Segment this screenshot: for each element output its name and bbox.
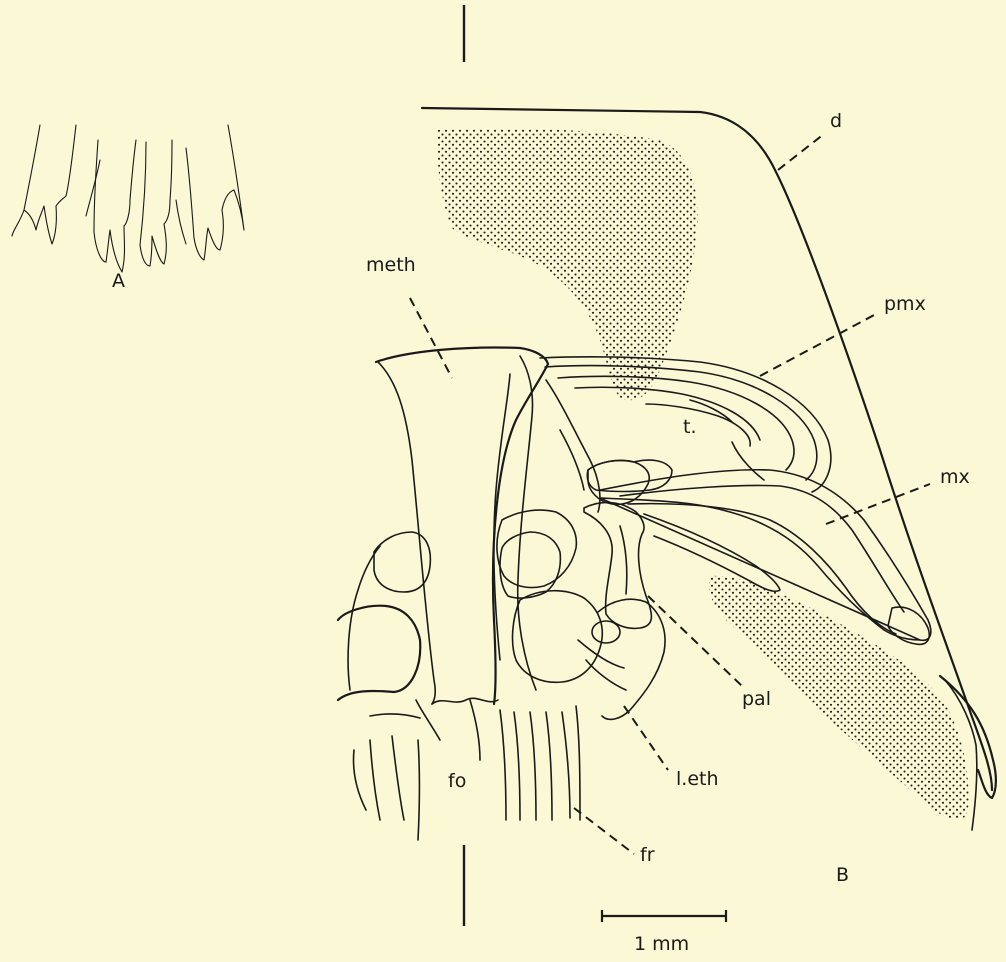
panel-a-label: A bbox=[112, 272, 125, 291]
panel-b-label: B bbox=[836, 866, 849, 885]
label-l-eth: l.eth bbox=[676, 770, 719, 789]
label-mx: mx bbox=[940, 468, 970, 487]
label-pal: pal bbox=[742, 690, 771, 709]
mesethmoid bbox=[376, 348, 548, 760]
label-fr: fr bbox=[640, 846, 655, 865]
scale-bar-label: 1 mm bbox=[634, 935, 689, 954]
panel-a-teeth-drawing bbox=[12, 125, 244, 272]
leader-l-eth bbox=[624, 706, 668, 770]
label-meth: meth bbox=[366, 256, 416, 275]
lateral-ethmoid bbox=[494, 356, 665, 719]
orbit-left bbox=[338, 532, 430, 700]
frontal-bones bbox=[354, 706, 581, 840]
leader-meth bbox=[410, 298, 452, 378]
label-pmx: pmx bbox=[884, 295, 926, 314]
label-d: d bbox=[830, 112, 842, 131]
leader-fr bbox=[574, 808, 634, 854]
leader-pmx bbox=[760, 314, 876, 376]
upper-stippled-tooth-patch bbox=[438, 128, 698, 400]
label-t: t. bbox=[683, 418, 697, 437]
label-fo: fo bbox=[448, 772, 466, 791]
scale-bar bbox=[602, 910, 726, 922]
leader-d bbox=[778, 134, 824, 170]
leader-mx bbox=[826, 484, 930, 524]
